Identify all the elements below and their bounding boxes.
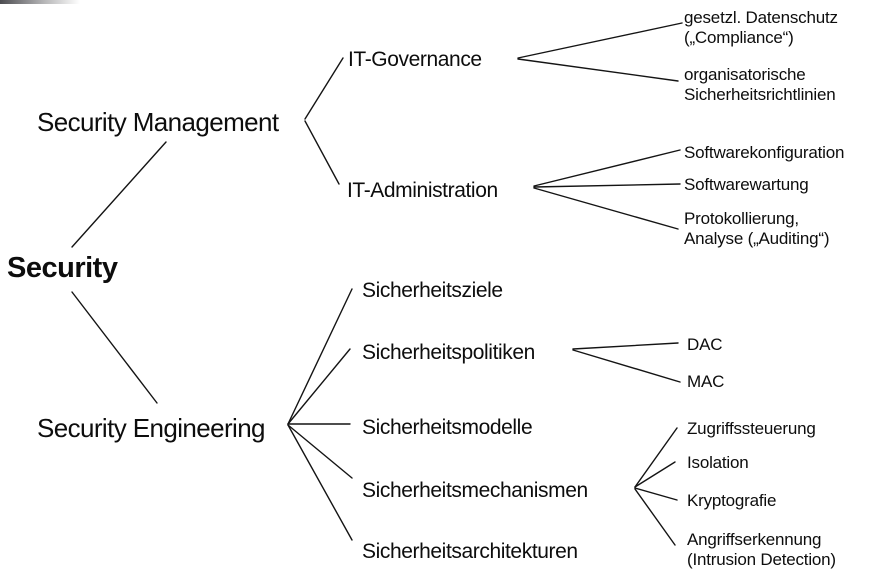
node-gesetzl-datenschutz: gesetzl. Datenschutz („Compliance“) — [684, 8, 838, 47]
edge-governance-to-datenschutz — [517, 22, 683, 59]
node-mac: MAC — [687, 372, 725, 391]
edge-administration-to-softwarewartung — [533, 183, 681, 188]
edge-engineering-to-architekturen — [287, 424, 353, 541]
edge-management-to-administration — [304, 120, 340, 185]
node-softwarekonfiguration: Softwarekonfiguration — [684, 143, 845, 162]
edge-security-to-management — [71, 141, 167, 248]
node-isolation: Isolation — [687, 453, 749, 472]
edge-mechanismen-to-angriffserkennung — [634, 488, 676, 546]
edge-management-to-governance — [304, 57, 344, 120]
edge-engineering-to-mechanismen — [287, 424, 353, 479]
edge-mechanismen-to-zugriffssteuerung — [634, 427, 678, 488]
edge-politiken-to-mac — [572, 349, 681, 383]
node-sicherheitsmechanismen: Sicherheitsmechanismen — [362, 479, 588, 502]
node-security-engineering: Security Engineering — [37, 413, 266, 443]
node-dac: DAC — [687, 335, 723, 354]
node-sicherheitsziele: Sicherheitsziele — [362, 279, 503, 302]
edge-mechanismen-to-kryptografie — [634, 487, 678, 501]
node-sicherheitsarchitekturen: Sicherheitsarchitekturen — [362, 540, 578, 563]
node-protokollierung-analyse: Protokollierung, Analyse („Auditing“) — [684, 209, 830, 248]
node-zugriffssteuerung: Zugriffssteuerung — [687, 419, 816, 438]
edge-administration-to-softwarekonfiguration — [533, 149, 681, 187]
node-it-governance: IT-Governance — [348, 48, 482, 71]
edge-governance-to-richtlinien — [517, 58, 679, 82]
edge-administration-to-protokollierung — [533, 187, 679, 230]
edge-security-to-engineering — [71, 291, 158, 404]
node-security-management: Security Management — [37, 107, 279, 137]
node-sicherheitspolitiken: Sicherheitspolitiken — [362, 341, 535, 364]
node-angriffserkennung: Angriffserkennung (Intrusion Detection) — [687, 530, 836, 569]
node-it-administration: IT-Administration — [347, 179, 498, 202]
node-kryptografie: Kryptografie — [687, 491, 777, 510]
node-security-root: Security — [7, 252, 118, 284]
node-organisatorische-sicherheitsrichtlinien: organisatorische Sicherheitsrichtlinien — [684, 65, 836, 104]
node-sicherheitsmodelle: Sicherheitsmodelle — [362, 416, 533, 439]
screen-edge-artifact — [0, 0, 80, 4]
edge-politiken-to-dac — [572, 342, 679, 350]
edge-engineering-to-ziele — [287, 288, 353, 425]
edge-mechanismen-to-isolation — [634, 461, 676, 488]
node-softwarewartung: Softwarewartung — [684, 175, 809, 194]
edge-engineering-to-politiken — [287, 348, 351, 425]
